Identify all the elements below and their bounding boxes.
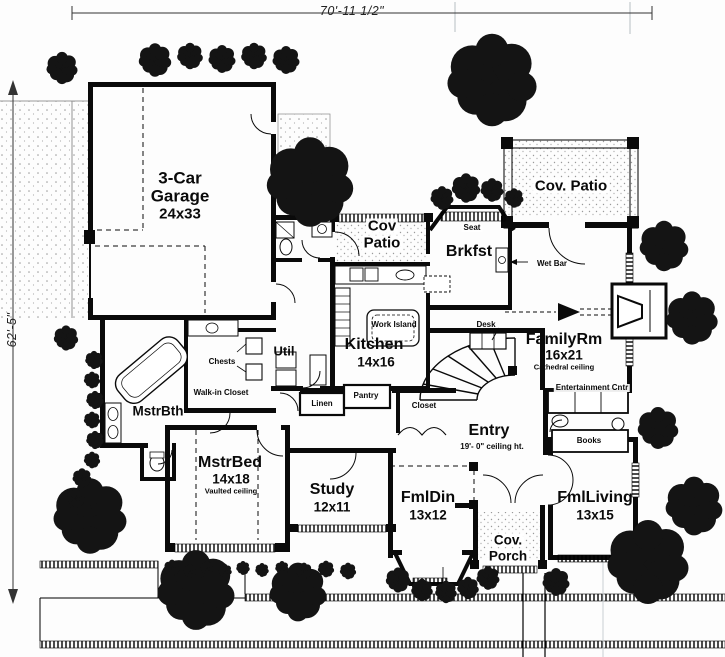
feature-label-pantry: Pantry — [353, 391, 379, 400]
doors — [157, 113, 586, 506]
room-label-util: Util — [273, 343, 295, 359]
room-label-cov-patio-mid-1: Cov — [365, 217, 399, 235]
room-label-garage-1: 3-Car — [158, 168, 202, 188]
dimension-left: 62'-5" — [4, 312, 19, 348]
room-size-fml-living: 13x15 — [576, 507, 614, 523]
room-note-mstr-bed: Vaulted ceiling — [204, 486, 258, 496]
feature-label-seat: Seat — [461, 223, 483, 232]
room-size-study: 12x11 — [313, 499, 351, 515]
feature-label-entertainment: Entertainment Cntr — [553, 383, 631, 392]
room-label-garage-2: Garage — [150, 186, 210, 206]
room-label-family-rm: FamilyRm — [525, 331, 603, 348]
room-label-cov-patio-right: Cov. Patio — [532, 177, 610, 195]
room-label-entry: Entry — [468, 422, 510, 439]
feature-label-work-island: Work Island — [371, 320, 417, 329]
feature-label-linen: Linen — [311, 399, 333, 408]
room-label-cov-porch-1: Cov. — [491, 532, 525, 548]
room-label-cov-porch-2: Porch — [486, 548, 530, 564]
dimension-top: 70'-11 1/2" — [319, 3, 385, 18]
feature-label-chests: Chests — [208, 357, 236, 366]
room-label-study: Study — [309, 481, 355, 498]
fireplace — [505, 282, 668, 340]
room-size-family-rm: 16x21 — [545, 347, 583, 363]
room-label-mstr-bth: MstrBth — [132, 403, 184, 419]
fixtures — [104, 221, 629, 472]
room-label-brkfst: Brkfst — [445, 243, 493, 260]
room-note-family-rm: Cathedral ceiling — [533, 362, 595, 372]
room-size-fml-din: 13x12 — [409, 507, 447, 523]
feature-label-walk-in-closet: Walk-in Closet — [193, 388, 249, 397]
covered-patio-walls — [330, 137, 639, 229]
feature-label-closet: Closet — [411, 401, 437, 410]
dashed-lines — [88, 88, 475, 540]
room-note-entry: 19'- 0" ceiling ht. — [460, 442, 524, 451]
feature-label-wet-bar: Wet Bar — [536, 259, 568, 268]
room-size-kitchen: 14x16 — [357, 354, 395, 370]
dimension-lines — [8, 6, 653, 604]
room-size-garage: 24x33 — [159, 205, 201, 223]
feature-label-books: Books — [576, 436, 602, 445]
room-label-fml-din: FmlDin — [400, 489, 456, 506]
windows — [174, 211, 640, 585]
feature-label-desk: Desk — [476, 320, 496, 329]
room-size-mstr-bed: 14x18 — [212, 471, 250, 487]
room-label-kitchen: Kitchen — [344, 336, 404, 353]
room-label-cov-patio-mid-2: Patio — [361, 234, 403, 252]
room-label-mstr-bed: MstrBed — [197, 454, 263, 471]
room-label-fml-living: FmlLiving — [557, 489, 633, 506]
